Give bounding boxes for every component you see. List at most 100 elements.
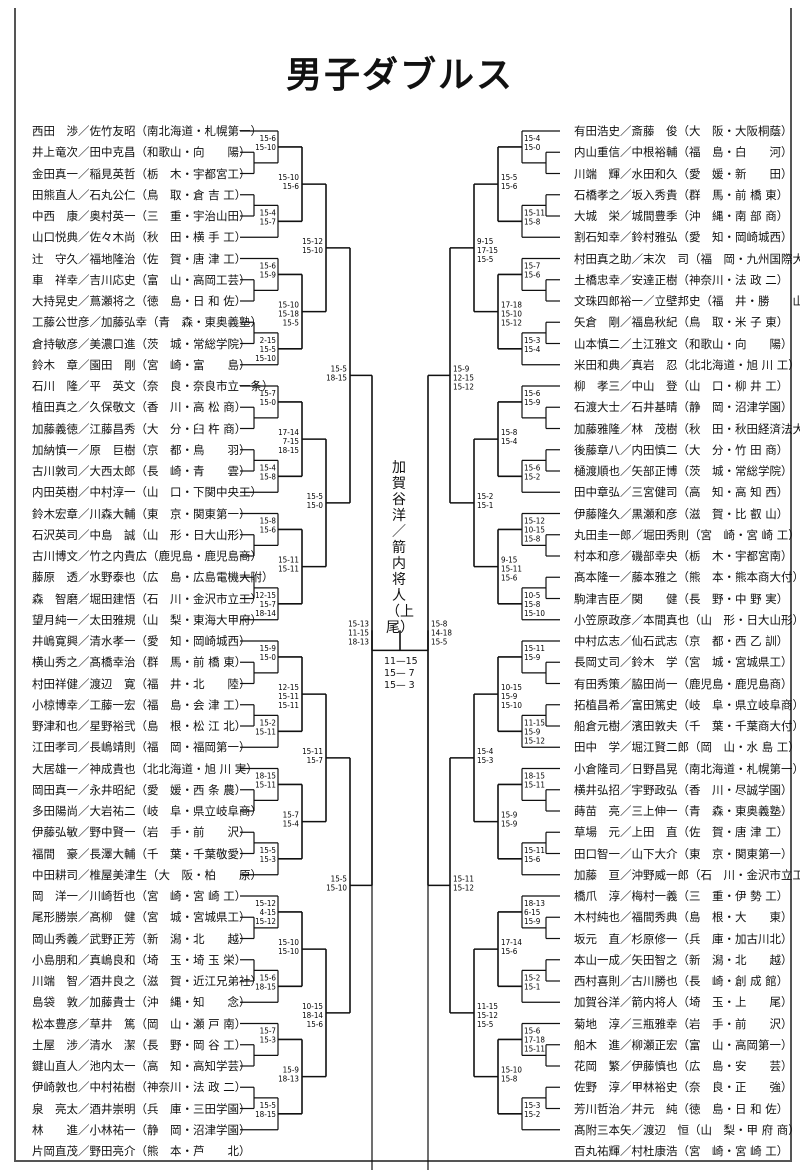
bracket-entry: 船倉元樹／濱田敦夫（千 葉・千葉商大付）: [574, 719, 800, 733]
bracket-entry: 百丸祐輝／村杜康浩（宮 崎・宮 崎 工）: [574, 1144, 789, 1158]
match-score: 15-9: [260, 644, 277, 653]
match-score: 15-11: [302, 747, 323, 756]
bracket-entry: 岡田真一／永井昭紀（愛 媛・西 条 農）: [32, 782, 247, 797]
match-score: 18-15: [278, 446, 299, 455]
match-score: 15-12: [453, 382, 474, 391]
match-score: 15-0: [307, 501, 324, 510]
match-score: 15-5: [477, 1020, 493, 1029]
match-score: 18-13: [348, 637, 369, 646]
bracket-entry: 鈴木 章／園田 剛（宮 崎・富 島）: [32, 357, 251, 372]
match-score: 2-15: [260, 336, 276, 345]
bracket-entry: 土橋忠幸／安達正樹（神奈川・法 政 二）: [574, 272, 789, 287]
match-score: 15-10: [501, 1066, 522, 1075]
match-score: 15-9: [501, 820, 518, 829]
bracket-entry: 島袋 敦／加藤貴士（沖 縄・知 念）: [32, 995, 251, 1010]
bracket-entry: 木村純也／福間秀典（島 根・大 東）: [574, 910, 793, 925]
match-score: 15-4: [524, 345, 541, 354]
match-score: 10-15: [501, 683, 522, 692]
match-score: 15-11: [524, 1045, 545, 1054]
match-score: 17-14: [501, 938, 522, 947]
match-score: 15-2: [524, 472, 540, 481]
match-score: 15-6: [283, 182, 300, 191]
match-score: 15-12: [524, 736, 545, 745]
bracket-entry: 山本慎二／土江雅文（和歌山・向 陽）: [574, 336, 793, 351]
match-score: 15-10: [255, 143, 276, 152]
bracket-entry: 西田 渉／佐竹友昭（南北海道・札幌第一）: [32, 124, 262, 138]
match-score: 15-5: [260, 1101, 276, 1110]
match-score: 15-6: [524, 855, 541, 864]
bracket-entry: 尾形勝崇／髙柳 健（宮 城・宮城県工）: [32, 910, 251, 925]
bracket-entry: 泉 亮太／酒井崇明（兵 庫・三田学園）: [32, 1101, 251, 1116]
match-score: 15-7: [283, 811, 299, 820]
match-score: 15-8: [501, 1075, 518, 1084]
match-score: 15-10: [501, 310, 522, 319]
bracket-entry: 野津和也／星野裕弐（島 根・松 江 北）: [32, 719, 247, 733]
match-score: 10-5: [524, 591, 540, 600]
bracket-entry: 加藤雅隆／林 茂樹（秋 田・秋田経済法大附）: [574, 421, 800, 436]
match-score: 15-10: [501, 701, 522, 710]
match-score: 15-10: [278, 173, 299, 182]
match-score: 18-13: [278, 1075, 299, 1084]
page-frame: [14, 8, 792, 1162]
bracket-entry: 田口智一／山下大介（東 京・関東第一）: [574, 846, 793, 861]
match-score: 12-15: [453, 373, 474, 382]
match-score: 15-5: [501, 173, 517, 182]
match-score: 15-6: [501, 574, 518, 583]
bracket-entry: 石渡大士／石井基晴（静 岡・沼津学園）: [574, 400, 793, 415]
match-score: 15-12: [255, 899, 276, 908]
bracket-entry: 川端 智／酒井良之（滋 賀・近江兄弟社）: [32, 974, 262, 988]
match-score: 18-15: [524, 772, 545, 781]
bracket-entry: 田熊直人／石丸公仁（鳥 取・倉 吉 工）: [32, 187, 247, 202]
match-score: 9-15: [501, 556, 517, 565]
match-score: 15-18: [278, 310, 299, 319]
bracket-entry: 多田陽尚／大岩祐二（岐 阜・県立岐阜商）: [32, 804, 262, 818]
match-score: 15-6: [524, 1027, 541, 1036]
match-score: 18-13: [524, 899, 545, 908]
bracket-entry: 丸田圭一郎／堀田秀則（宮 崎・宮 崎 工）: [574, 527, 800, 542]
bracket-entry: 蒔苗 亮／三上伸一（青 森・東奥義塾）: [574, 804, 793, 818]
bracket-entry: 草場 元／上田 直（佐 賀・唐 津 工）: [574, 825, 789, 840]
bracket-entry: 大城 栄／城間豊季（沖 縄・南 部 商）: [574, 209, 789, 223]
match-score: 15-11: [524, 846, 545, 855]
match-score: 17-14: [278, 428, 299, 437]
bracket-entry: 村本和彦／磯部幸央（栃 木・宇都宮南）: [574, 549, 793, 563]
match-score: 14-18: [431, 628, 452, 637]
bracket-entry: 佐野 淳／甲林裕史（奈 良・正 強）: [574, 1080, 793, 1095]
bracket-entry: 加賀谷洋／箭内将人（埼 玉・上 尾）: [574, 995, 793, 1010]
bracket-entry: 倉持敏彦／美濃口進（茨 城・常総学院）: [32, 336, 251, 351]
match-score: 15-12: [501, 319, 522, 328]
match-score: 15-6: [524, 271, 541, 280]
final-score-game: 11—15: [384, 656, 418, 668]
match-score: 15-12: [453, 883, 474, 892]
match-score: 15-5: [431, 637, 447, 646]
bracket-entry: 横山秀之／髙橋幸治（群 馬・前 橋 東）: [32, 655, 247, 670]
bracket-entry: 割石知幸／鈴村雅弘（愛 知・岡崎城西）: [574, 230, 793, 245]
match-score: 15-6: [524, 463, 541, 472]
match-score: 18-15: [255, 982, 276, 991]
match-score: 15-11: [278, 565, 299, 574]
champion-label: 加賀谷洋／箭内将人（上尾）: [386, 460, 414, 637]
bracket-entry: 柳 孝三／中山 登（山 口・柳 井 工）: [574, 379, 789, 393]
match-score: 15-13: [348, 619, 369, 628]
match-score: 4-15: [260, 908, 276, 917]
bracket-entry: 工藤公世彦／加藤弘幸（青 森・東奥義塾）: [32, 315, 262, 330]
match-score: 15-11: [255, 727, 276, 736]
bracket-entry: 林 進／小林祐一（静 岡・沼津学園）: [32, 1122, 251, 1137]
match-score: 15-5: [283, 319, 299, 328]
match-score: 15-11: [501, 565, 522, 574]
match-score: 15-7: [524, 262, 540, 271]
bracket-entry: 加藤義徳／江藤昌秀（大 分・臼 杵 商）: [32, 421, 247, 436]
bracket-entry: 岡山秀義／武野正芳（新 潟・北 越）: [32, 931, 251, 946]
bracket-entry: 髙本隆一／藤本雅之（熊 本・熊本商大付）: [574, 570, 800, 585]
match-score: 15-8: [524, 535, 541, 544]
match-score: 12-15: [278, 683, 299, 692]
match-score: 15-12: [477, 1011, 498, 1020]
bracket-entry: 車 祥幸／吉川応史（富 山・高岡工芸）: [32, 272, 251, 287]
match-score: 17-18: [501, 301, 522, 310]
match-score: 15-8: [524, 600, 541, 609]
bracket-entry: 加藤 亘／沖野威一郎（石 川・金沢市立工）: [574, 867, 800, 882]
match-score: 15-9: [283, 1066, 300, 1075]
bracket-entry: 加納慎一／原 巨樹（京 都・鳥 羽）: [32, 442, 251, 457]
page-title: 男子ダブルス: [285, 55, 514, 96]
bracket-entry: 西村喜則／古川勝也（長 崎・創 成 館）: [574, 974, 789, 988]
